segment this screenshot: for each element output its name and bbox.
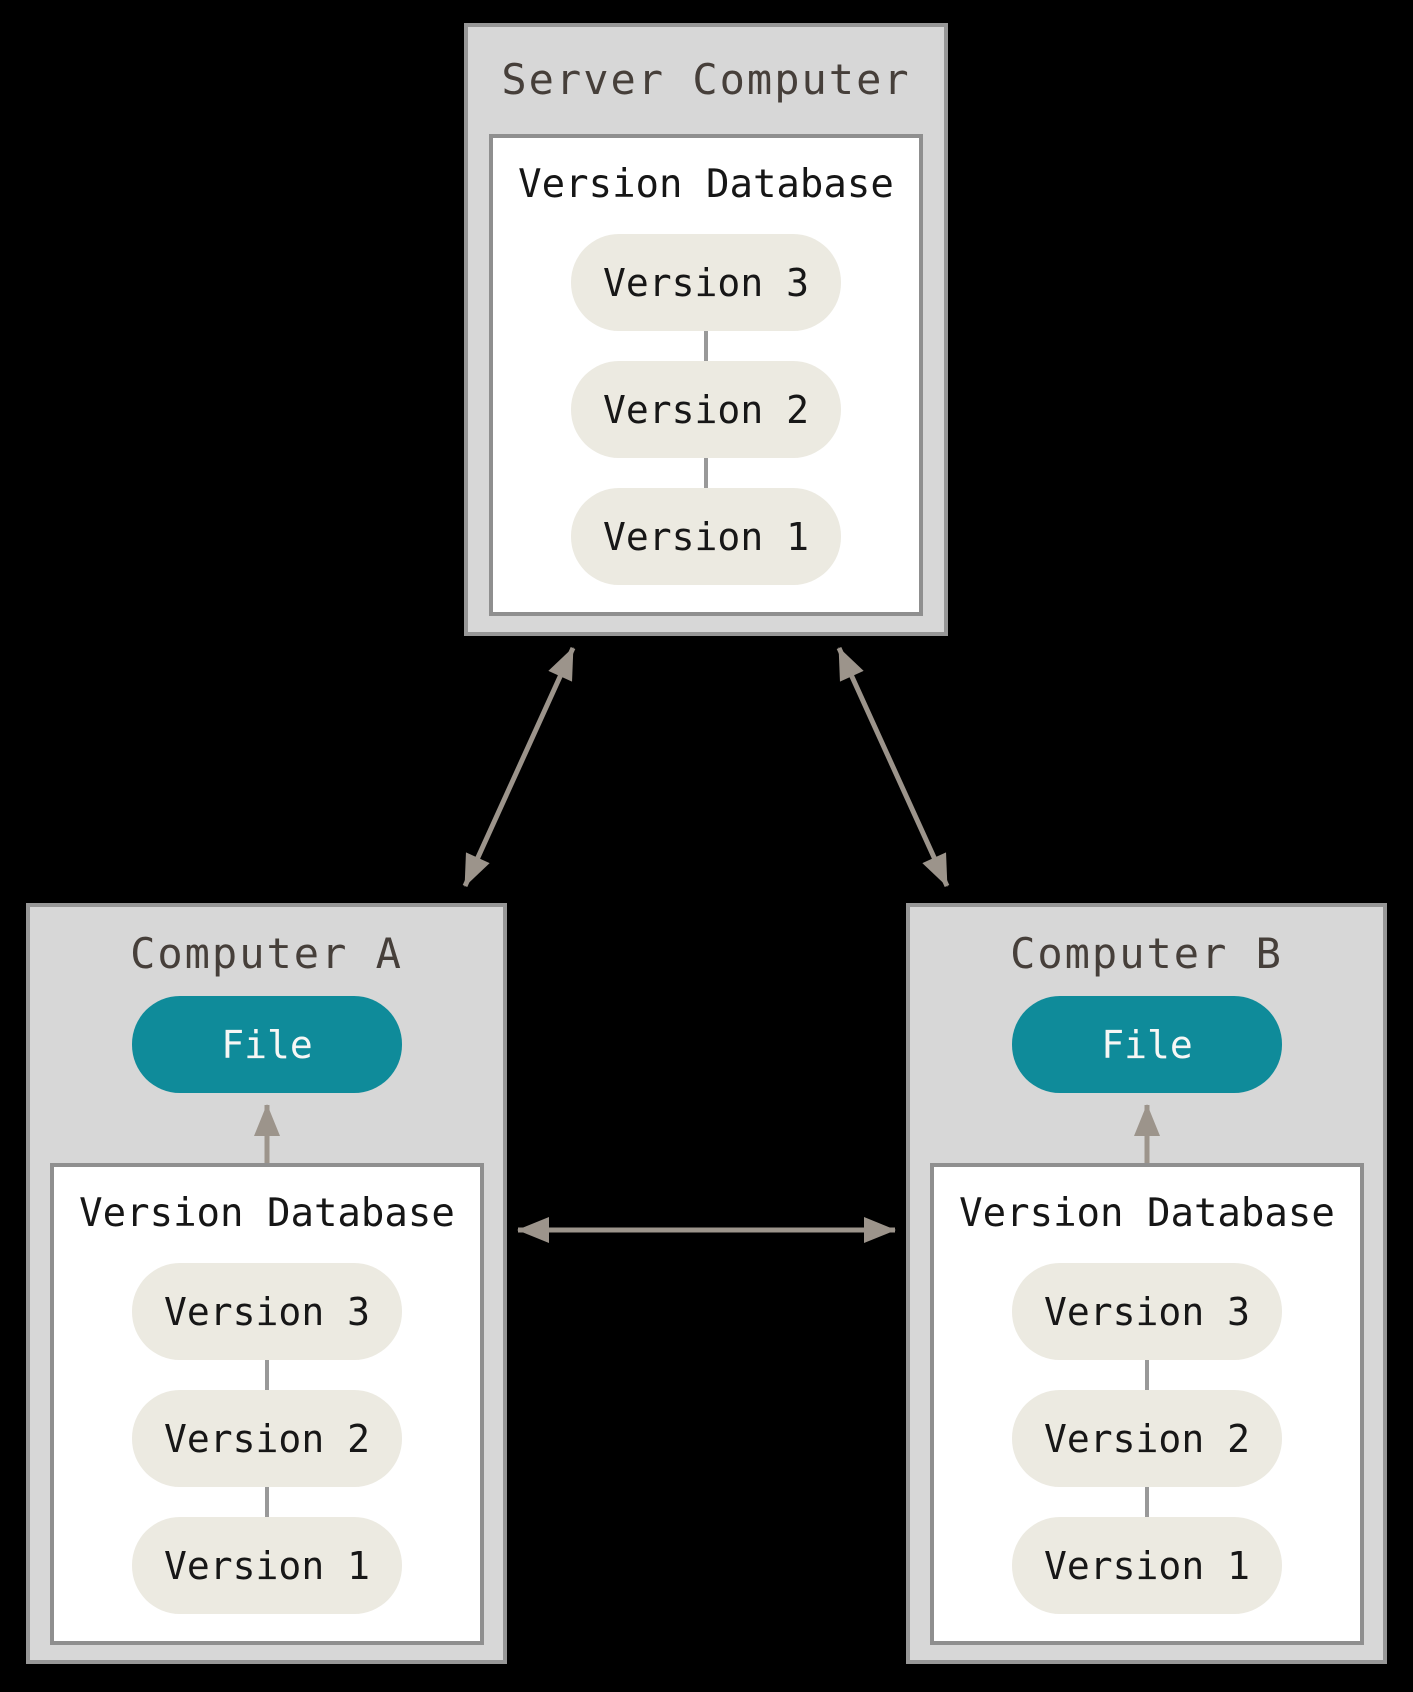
computer-a-version-database-box: Version Database Version 3 Version 2 Ver… [50, 1163, 484, 1645]
computer-a-title: Computer A [130, 928, 403, 978]
arrow-server-computer-b [836, 646, 950, 888]
computer-a-version-3-pill: Version 3 [132, 1263, 402, 1360]
computer-a-version-2-pill: Version 2 [132, 1390, 402, 1487]
server-version-2-pill: Version 2 [571, 361, 841, 458]
computer-a-box: Computer A File Version Database Version… [26, 903, 507, 1664]
server-version-database-box: Version Database Version 3 Version 2 Ver… [489, 134, 923, 616]
server-version-3-pill: Version 3 [571, 234, 841, 331]
computer-a-version-1-pill: Version 1 [132, 1517, 402, 1614]
server-version-1-pill: Version 1 [571, 488, 841, 585]
computer-b-title: Computer B [1010, 928, 1283, 978]
computer-b-file-pill: File [1012, 996, 1282, 1093]
arrow-server-computer-a [462, 646, 576, 888]
computer-b-version-3-pill: Version 3 [1012, 1263, 1282, 1360]
computer-b-version-database-title: Version Database [959, 1190, 1335, 1236]
server-computer-box: Server Computer Version Database Version… [464, 23, 948, 636]
computer-b-version-database-box: Version Database Version 3 Version 2 Ver… [930, 1163, 1364, 1645]
server-version-database-title: Version Database [518, 161, 894, 207]
computer-b-box: Computer B File Version Database Version… [906, 903, 1387, 1664]
computer-b-version-2-pill: Version 2 [1012, 1390, 1282, 1487]
computer-a-file-pill: File [132, 996, 402, 1093]
computer-b-version-1-pill: Version 1 [1012, 1517, 1282, 1614]
computer-a-version-database-title: Version Database [79, 1190, 455, 1236]
server-computer-title: Server Computer [501, 54, 911, 104]
